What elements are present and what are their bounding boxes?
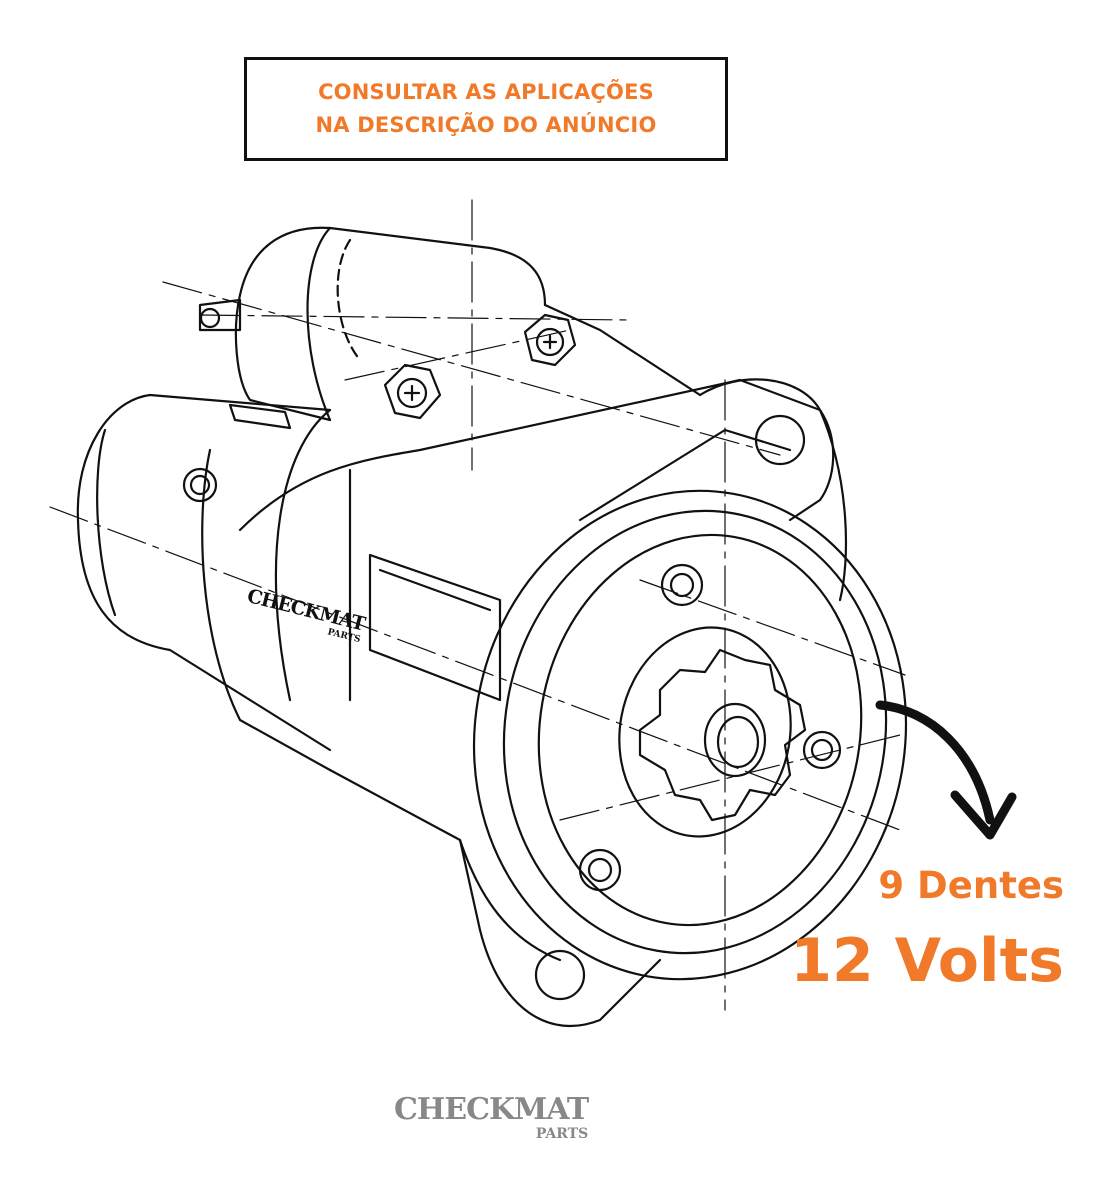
arrow-icon xyxy=(875,700,1017,840)
solenoid xyxy=(198,226,702,430)
pinion-gear-icon xyxy=(638,648,807,822)
nose-bolts xyxy=(578,563,842,892)
notice-line-1: CONSULTAR AS APLICAÇÕES xyxy=(318,80,654,104)
motor-housing xyxy=(76,378,848,962)
logo-name: CHECKMAT xyxy=(394,1092,589,1127)
drive-end-housing xyxy=(472,489,908,981)
voltage: 12 Volts xyxy=(790,926,1064,996)
teeth-count: 9 Dentes xyxy=(878,864,1064,907)
applications-notice: CONSULTAR AS APLICAÇÕES NA DESCRIÇÃO DO … xyxy=(244,57,728,161)
construction-lines xyxy=(49,199,906,1011)
brand-logo: CHECKMAT PARTS xyxy=(394,1092,589,1143)
mounting-flange xyxy=(458,378,835,1028)
notice-line-2: NA DESCRIÇÃO DO ANÚNCIO xyxy=(315,113,657,137)
logo-sub: PARTS xyxy=(535,1126,589,1142)
solenoid-bolts xyxy=(383,313,577,420)
